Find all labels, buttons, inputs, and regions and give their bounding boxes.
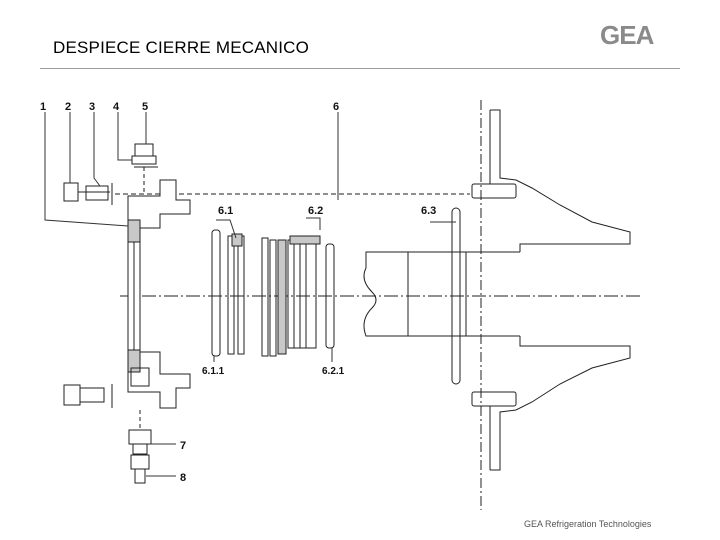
callout-8: 8 xyxy=(180,472,186,484)
callout-3: 3 xyxy=(89,101,95,113)
callout-6-1-1: 6.1.1 xyxy=(202,366,225,377)
footer-text: GEA Refrigeration Technologies xyxy=(524,519,652,529)
callout-6-1: 6.1 xyxy=(218,205,233,217)
callout-2: 2 xyxy=(65,101,71,113)
callout-5: 5 xyxy=(142,101,148,113)
bolt-lower xyxy=(63,384,113,408)
shaft xyxy=(363,251,482,337)
leader-lines xyxy=(44,112,456,477)
header-divider xyxy=(40,68,680,69)
gea-logo: GEA xyxy=(600,20,654,50)
callout-7: 7 xyxy=(180,440,186,452)
callout-4: 4 xyxy=(113,101,120,113)
page-title: DESPIECE CIERRE MECANICO xyxy=(53,38,310,57)
callout-6-2-1: 6.2.1 xyxy=(322,366,345,377)
seal-cover-housing xyxy=(127,179,191,409)
callout-6: 6 xyxy=(333,101,339,113)
compressor-body xyxy=(471,109,631,471)
seal-ring-6-1 xyxy=(211,229,245,357)
callout-6-3: 6.3 xyxy=(421,205,436,217)
callout-6-2: 6.2 xyxy=(308,205,323,217)
callout-1: 1 xyxy=(40,101,46,113)
plug-top xyxy=(131,143,158,194)
o-ring-6-3 xyxy=(451,207,461,385)
fitting-lower xyxy=(128,367,152,484)
seal-ring-6-2 xyxy=(261,235,335,357)
bolt-upper xyxy=(63,182,113,205)
